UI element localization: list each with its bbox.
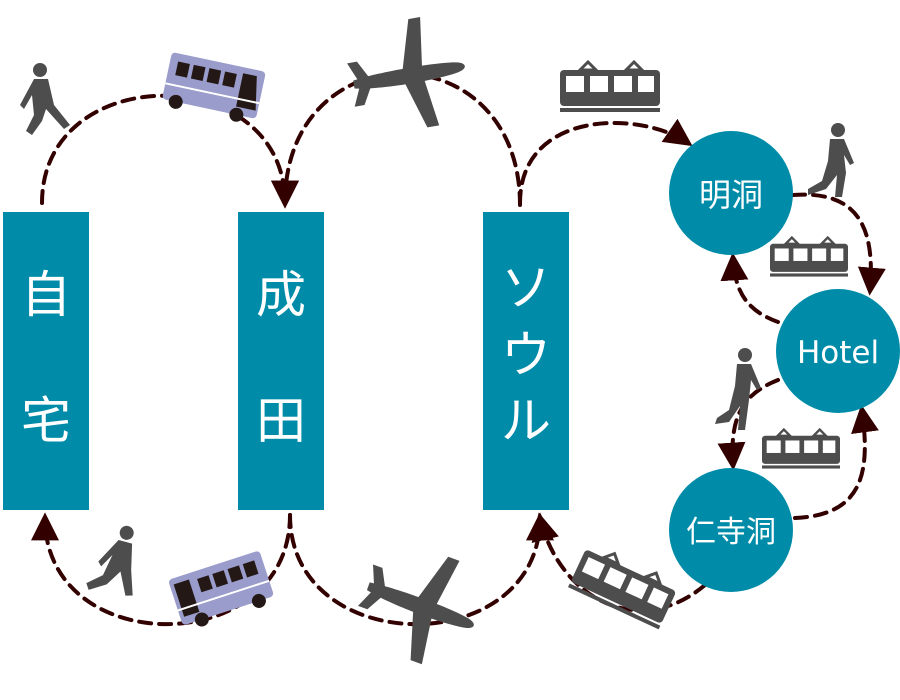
- node-narita: 成 田: [238, 212, 324, 510]
- airplane-icon: [357, 556, 474, 665]
- path-seoul-to-myeongdong: [518, 118, 693, 205]
- bus-icon: [162, 52, 266, 122]
- walk-icon: [808, 123, 854, 197]
- svg-text:明洞: 明洞: [699, 176, 763, 214]
- node-seoul: ソ ウ ル: [483, 212, 569, 510]
- path-myeongdong-to-hotel: [791, 192, 886, 296]
- path-seoul-to-narita: [271, 71, 522, 209]
- svg-text:Hotel: Hotel: [797, 335, 879, 371]
- svg-text:ソ: ソ: [501, 259, 551, 317]
- walk-icon: [715, 348, 761, 430]
- svg-text:自: 自: [21, 266, 71, 324]
- train-icon: [770, 235, 848, 277]
- path-hotel-to-myeongdong: [720, 252, 780, 324]
- train-icon: [560, 59, 660, 112]
- path-narita-to-home: [31, 512, 292, 627]
- bus-icon: [169, 551, 274, 627]
- node-insadong: 仁寺洞: [669, 468, 793, 592]
- train-icon: [762, 427, 840, 469]
- node-home: 自 宅: [3, 212, 89, 510]
- walk-icon: [20, 63, 70, 135]
- path-insadong-to-hotel: [793, 404, 879, 520]
- svg-text:田: 田: [256, 392, 306, 450]
- svg-text:ル: ル: [501, 392, 551, 450]
- walk-icon: [86, 525, 134, 596]
- node-hotel: Hotel: [776, 289, 900, 413]
- svg-text:仁寺洞: 仁寺洞: [686, 515, 776, 550]
- train-icon: [568, 550, 676, 630]
- airplane-icon: [347, 17, 465, 128]
- svg-text:成: 成: [256, 266, 306, 324]
- node-myeongdong: 明洞: [669, 131, 793, 255]
- svg-text:ウ: ウ: [501, 326, 551, 384]
- svg-text:宅: 宅: [21, 392, 71, 450]
